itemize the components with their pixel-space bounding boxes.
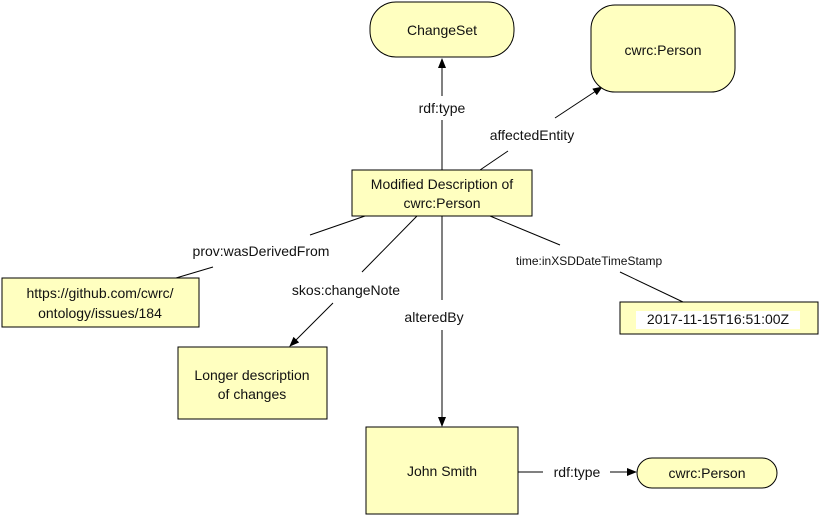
node-label-line1: https://github.com/cwrc/ (26, 285, 173, 301)
edge-label: affectedEntity (490, 127, 575, 143)
node-label-line2: ontology/issues/184 (38, 305, 162, 321)
edge-was-derived-from: prov:wasDerivedFrom (175, 215, 366, 279)
edge-label: skos:changeNote (292, 282, 400, 298)
node-label-line2: cwrc:Person (403, 195, 480, 211)
edge-rdf-type-bottom: rdf:type (518, 464, 637, 480)
edge-label: rdf:type (419, 100, 466, 116)
edge-label: rdf:type (554, 464, 601, 480)
edge-affected-entity: affectedEntity (479, 86, 603, 171)
edge-change-note: skos:changeNote (289, 215, 418, 347)
node-changeset[interactable]: ChangeSet (369, 1, 515, 58)
node-github-issue[interactable]: https://github.com/cwrc/ ontology/issues… (1, 277, 200, 328)
node-longer-description[interactable]: Longer description of changes (177, 346, 328, 420)
node-label: cwrc:Person (668, 465, 745, 481)
node-cwrc-person-bottom[interactable]: cwrc:Person (636, 457, 778, 489)
edge-label: alteredBy (404, 309, 463, 325)
edge-label: time:inXSDDateTimeStamp (516, 254, 663, 268)
node-modified-description[interactable]: Modified Description of cwrc:Person (351, 169, 533, 217)
edge-rdf-type-top: rdf:type (419, 58, 466, 170)
node-john-smith[interactable]: John Smith (365, 426, 519, 515)
node-label: ChangeSet (407, 22, 477, 38)
node-label-line1: Modified Description of (371, 176, 514, 192)
node-label-line2: of changes (218, 386, 287, 402)
node-label-line1: Longer description (194, 367, 309, 383)
node-label: cwrc:Person (624, 42, 701, 58)
edge-altered-by: alteredBy (404, 216, 464, 427)
node-label: John Smith (407, 463, 477, 479)
node-timestamp[interactable]: 2017-11-15T16:51:00Z (619, 301, 819, 335)
node-cwrc-person-top[interactable]: cwrc:Person (590, 4, 736, 93)
edge-label: prov:wasDerivedFrom (193, 243, 330, 259)
edge-time-stamp: time:inXSDDateTimeStamp (489, 215, 684, 303)
node-label: 2017-11-15T16:51:00Z (647, 311, 790, 327)
